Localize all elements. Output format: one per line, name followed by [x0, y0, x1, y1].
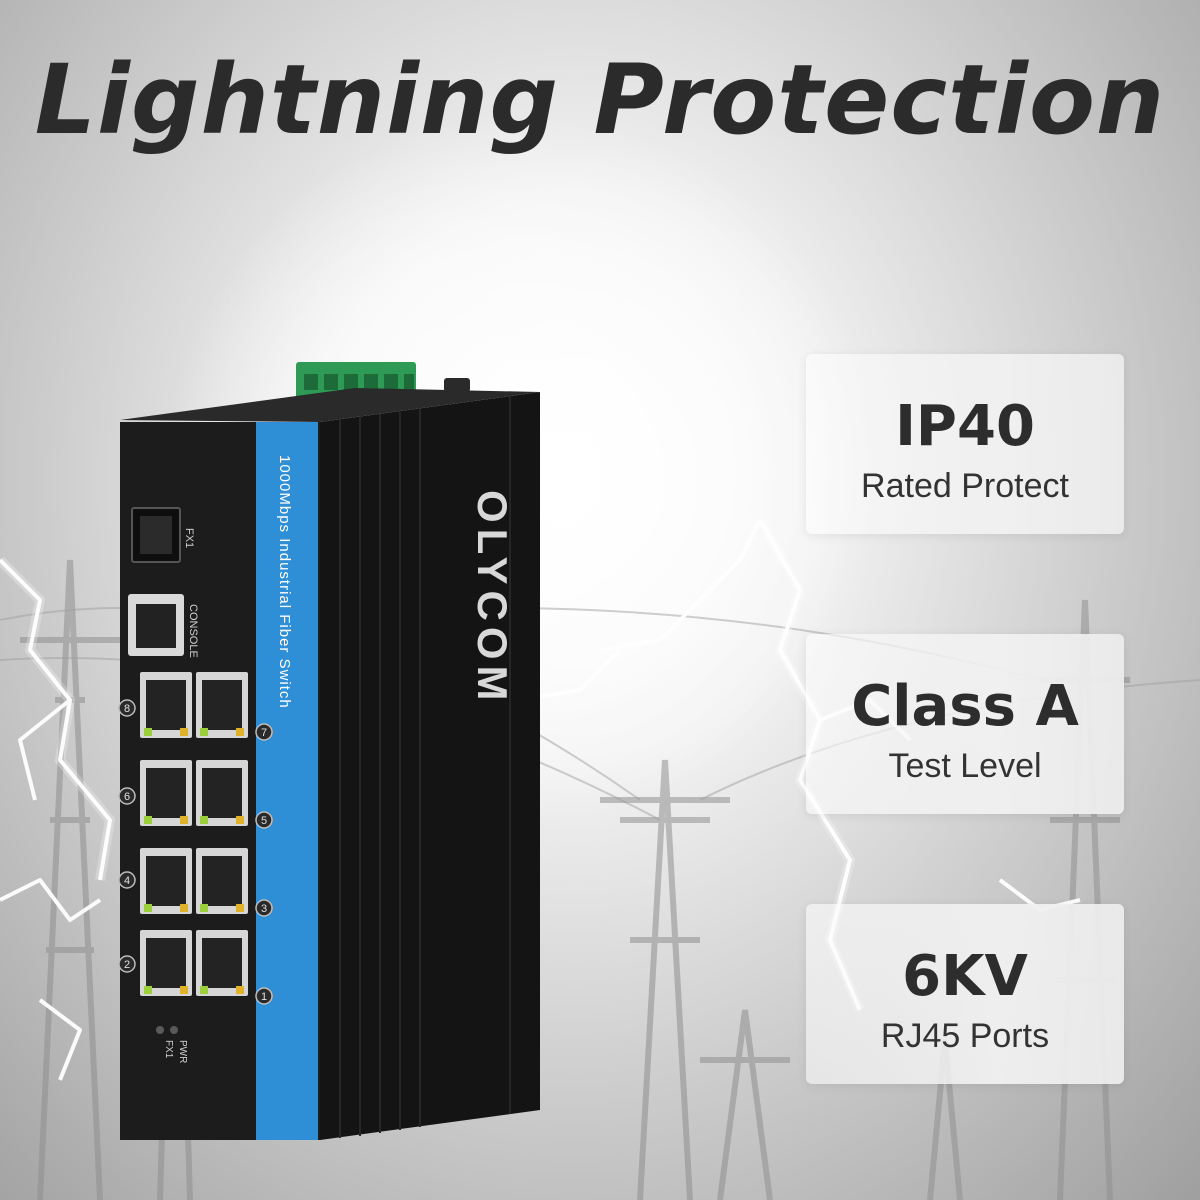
blue-stripe	[256, 422, 318, 1140]
ground-screw	[444, 378, 470, 392]
port-number: 3	[261, 903, 267, 915]
feature-value: IP40	[895, 394, 1035, 459]
port-number-badge	[118, 955, 136, 973]
rj45-port	[196, 760, 248, 826]
port-numbers-left: 8 6 4 2	[118, 699, 136, 973]
feature-card-6kv: 6KV RJ45 Ports	[806, 904, 1124, 1084]
pwr-led	[170, 1026, 178, 1034]
feature-card-class-a: Class A Test Level	[806, 634, 1124, 814]
feature-label: RJ45 Ports	[880, 1017, 1050, 1055]
rj45-port	[140, 672, 192, 738]
sfp-label: FX1	[183, 528, 195, 548]
side-panel	[320, 392, 540, 1140]
port-number: 8	[124, 703, 130, 715]
feature-label: Test Level	[888, 747, 1042, 785]
led-label-fx1: FX1	[163, 1040, 174, 1059]
port-number: 2	[124, 959, 130, 971]
console-label: CONSOLE	[187, 604, 199, 658]
feature-card-ip40: IP40 Rated Protect	[806, 354, 1124, 534]
port-number: 5	[261, 815, 267, 827]
port-number-badge	[118, 787, 136, 805]
port-number: 4	[124, 875, 130, 887]
rj45-port	[196, 672, 248, 738]
rj45-port	[140, 848, 192, 914]
switch-device: OLYCOM 1000Mbps Industrial Fiber Switch …	[118, 388, 540, 1140]
rj45-port	[140, 930, 192, 996]
feature-label: Rated Protect	[861, 467, 1069, 505]
rj45-ports	[140, 672, 248, 996]
rj45-port	[196, 930, 248, 996]
headline: Lightning Protection	[34, 44, 1166, 156]
port-numbers-right: 7 5 3 1	[255, 723, 273, 1005]
top-face	[120, 388, 540, 422]
transmission-towers	[20, 559, 1130, 1200]
port-number: 6	[124, 791, 130, 803]
rj45-port	[196, 848, 248, 914]
port-number-badge	[118, 871, 136, 889]
feature-value: 6KV	[902, 944, 1028, 1009]
fx1-led	[156, 1026, 164, 1034]
port-number-badge	[255, 811, 273, 829]
rj45-port	[140, 760, 192, 826]
port-number-badge	[255, 723, 273, 741]
port-number-badge	[118, 699, 136, 717]
feature-value: Class A	[851, 674, 1079, 739]
brand-logo: OLYCOM	[469, 490, 516, 706]
port-number-badge	[255, 899, 273, 917]
port-number: 7	[261, 727, 267, 739]
port-number-badge	[255, 987, 273, 1005]
led-label-pwr: PWR	[177, 1040, 188, 1063]
stripe-label: 1000Mbps Industrial Fiber Switch	[276, 455, 293, 709]
port-number: 1	[261, 991, 267, 1003]
